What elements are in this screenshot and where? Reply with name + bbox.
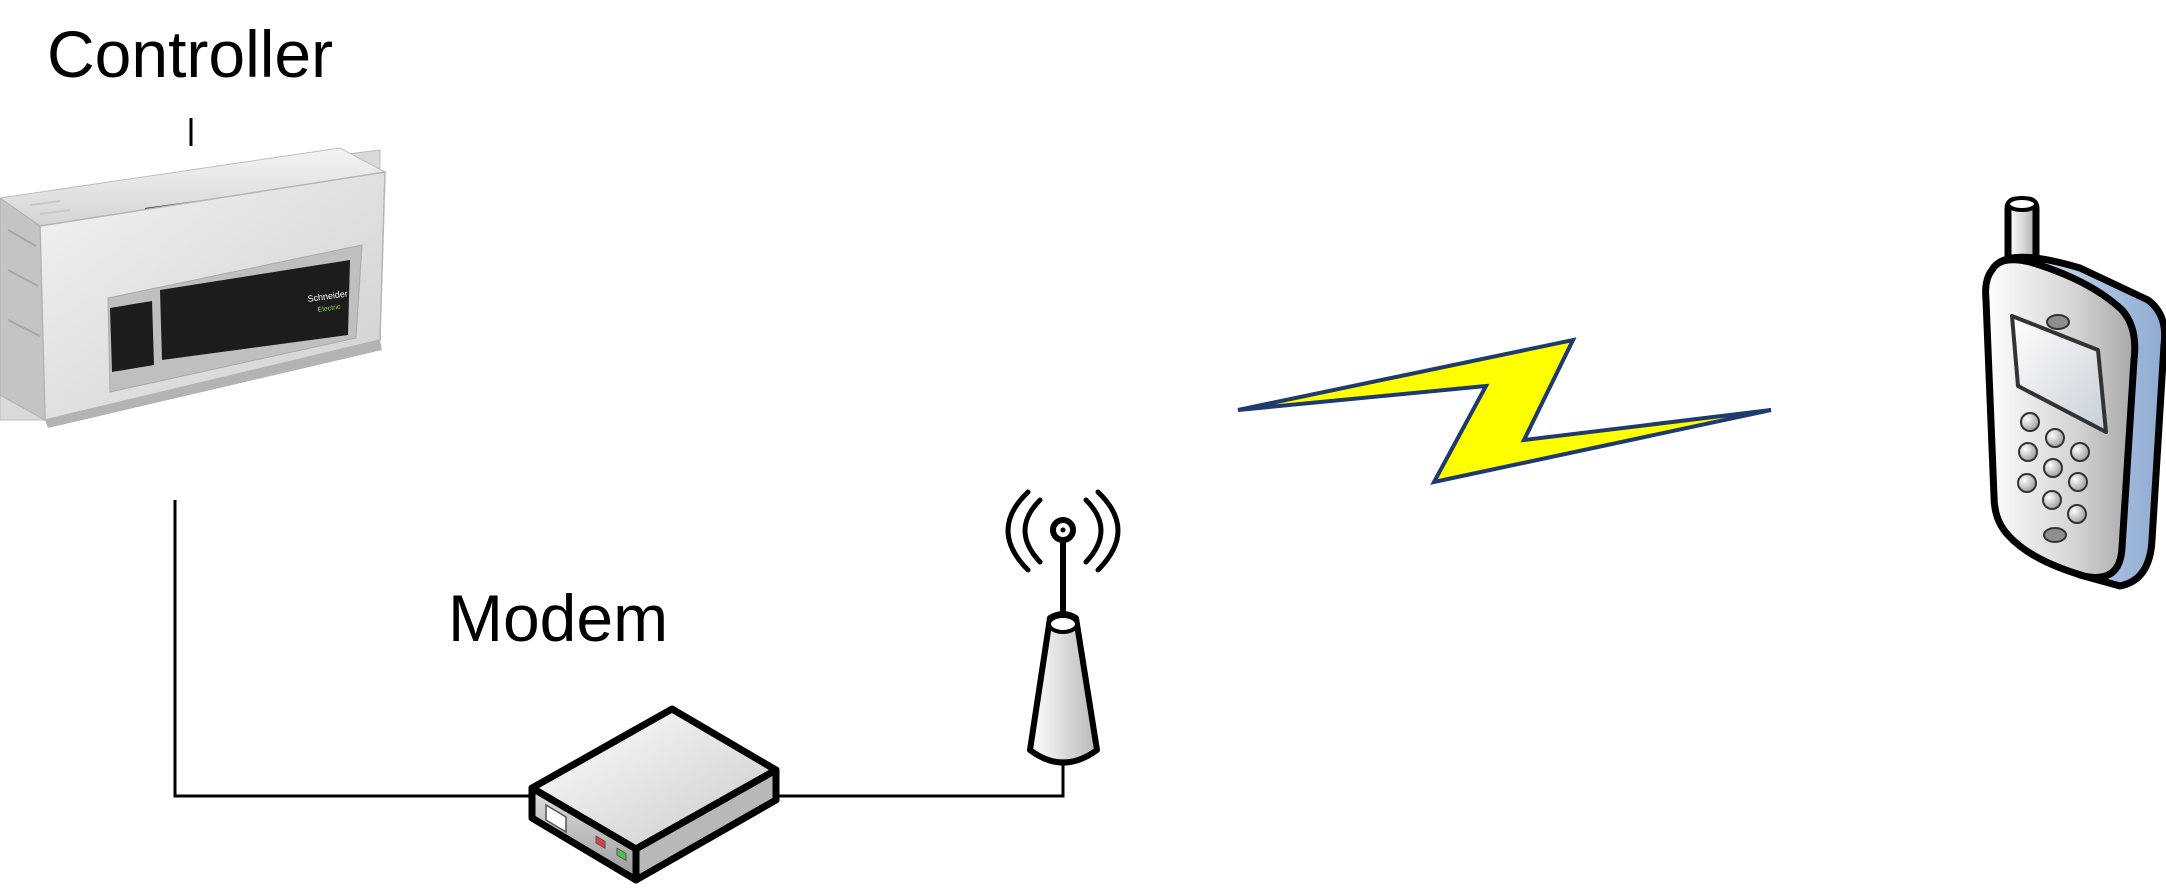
modem-to-antenna-cable [778, 630, 1065, 798]
mobile-phone-icon [1982, 196, 2166, 590]
antenna-icon [1005, 489, 1121, 766]
lightning-bolt-icon [1237, 337, 1772, 485]
modem-icon [528, 705, 780, 884]
modem-label: Modem [448, 581, 668, 655]
controller-label: Controller [47, 17, 333, 91]
controller-to-modem-cable [173, 500, 532, 798]
plc-controller-icon: Schneider Electric [0, 147, 387, 428]
controller-brand-subtext: Electric [317, 304, 341, 314]
